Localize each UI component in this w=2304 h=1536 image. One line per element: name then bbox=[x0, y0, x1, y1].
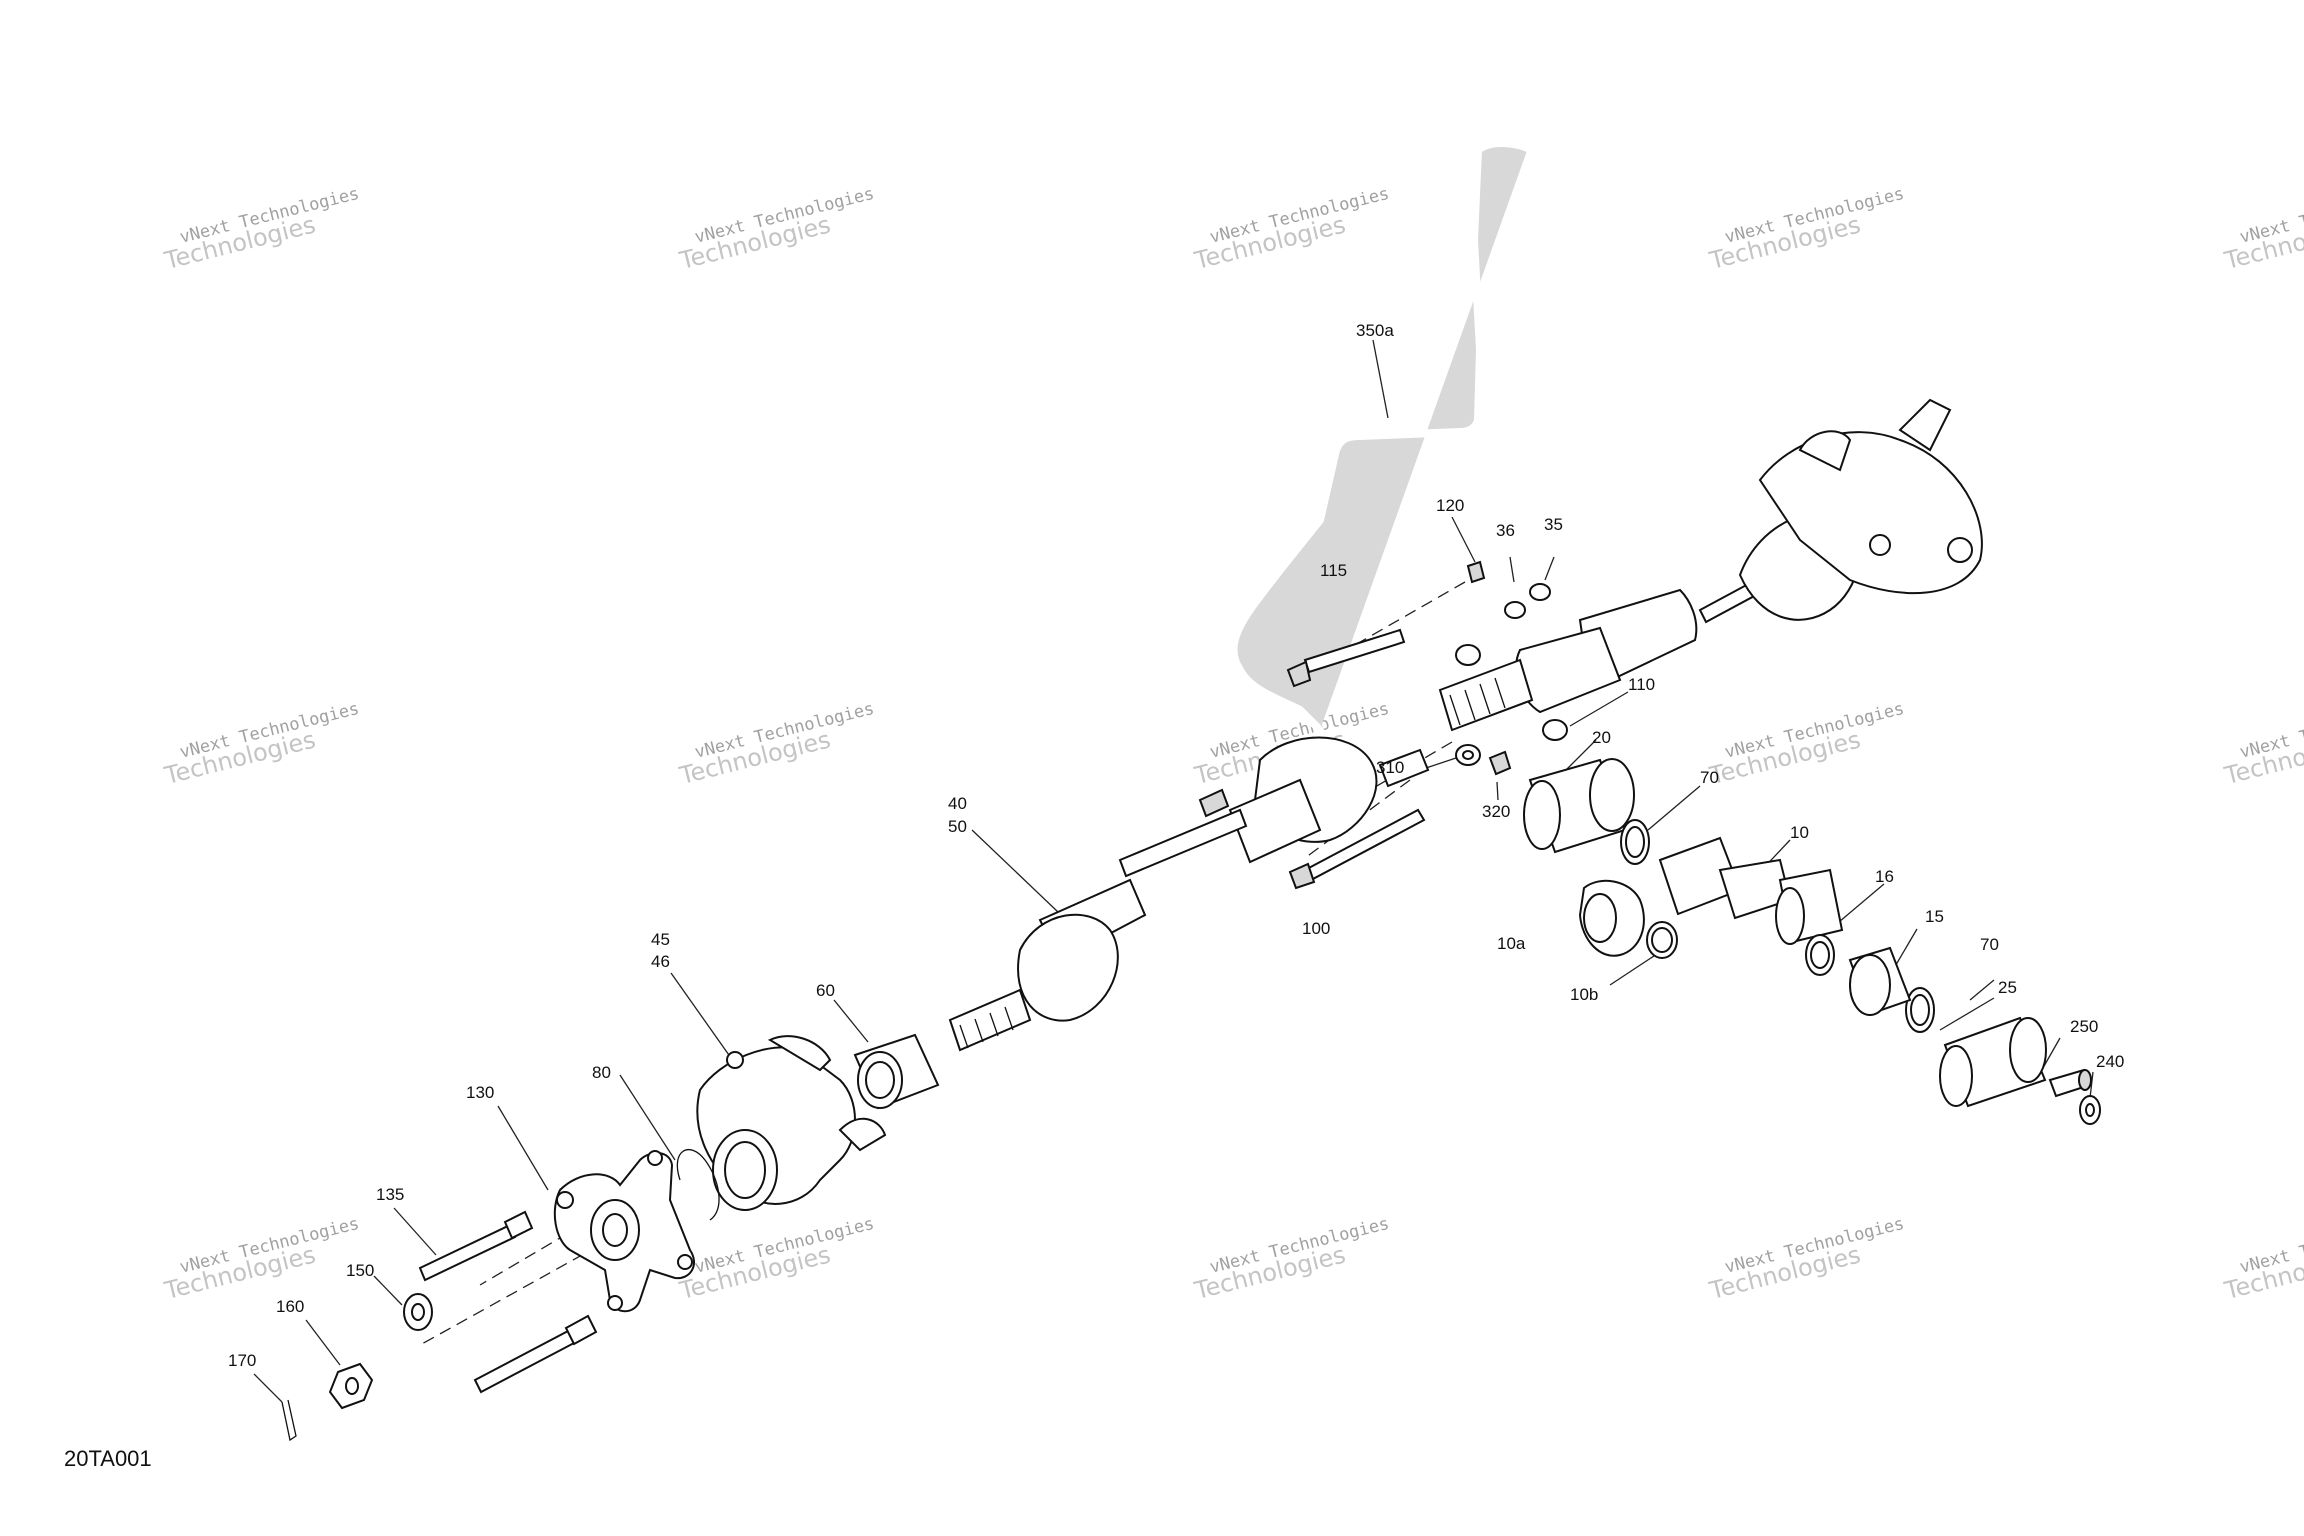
hub-130 bbox=[553, 1150, 695, 1313]
studs-135 bbox=[418, 1210, 598, 1394]
callout-115: 115 bbox=[1320, 561, 1347, 580]
callout-110: 110 bbox=[1628, 675, 1655, 694]
callout-310: 310 bbox=[1376, 758, 1404, 777]
callout-10b: 10b bbox=[1570, 985, 1598, 1004]
hardware-310-320 bbox=[1455, 744, 1512, 776]
callout-16: 16 bbox=[1875, 867, 1894, 886]
callout-250: 250 bbox=[2070, 1017, 2098, 1036]
callout-70-lower: 70 bbox=[1980, 935, 1999, 954]
ring-16 bbox=[1805, 934, 1835, 976]
bearing-60 bbox=[853, 1033, 940, 1110]
callout-70-upper: 70 bbox=[1700, 768, 1719, 787]
callout-80: 80 bbox=[592, 1063, 611, 1082]
bearing-15 bbox=[1848, 946, 1912, 1016]
washer-240 bbox=[2079, 1095, 2101, 1125]
callout-20: 20 bbox=[1592, 728, 1611, 747]
callout-46: 46 bbox=[651, 952, 670, 971]
nut-160 bbox=[328, 1362, 374, 1410]
callout-10a: 10a bbox=[1497, 934, 1526, 953]
stub-shaft-10 bbox=[1658, 836, 1844, 945]
sleeve-25 bbox=[1939, 1016, 2047, 1108]
callouts: 350a 120 36 35 115 110 20 310 320 70 10 … bbox=[228, 321, 2124, 1370]
callout-135: 135 bbox=[376, 1185, 404, 1204]
upper-drive-shaft bbox=[1438, 398, 1983, 732]
ring-70-upper bbox=[1620, 819, 1650, 865]
callout-36: 36 bbox=[1496, 521, 1515, 540]
callout-10: 10 bbox=[1790, 823, 1809, 842]
callout-320: 320 bbox=[1482, 802, 1510, 821]
callout-40: 40 bbox=[948, 794, 967, 813]
bolt-250 bbox=[2048, 1068, 2092, 1098]
clamp-10b bbox=[1646, 921, 1678, 959]
washer-150 bbox=[403, 1293, 433, 1331]
callout-120: 120 bbox=[1436, 496, 1464, 515]
callout-100: 100 bbox=[1302, 919, 1330, 938]
callout-350a: 350a bbox=[1356, 321, 1394, 340]
bolt-115 bbox=[1286, 628, 1406, 688]
callout-150: 150 bbox=[346, 1261, 374, 1280]
diagram-code: 20TA001 bbox=[64, 1446, 152, 1471]
sleeve-20 bbox=[1523, 758, 1635, 854]
cotter-pin-170 bbox=[281, 1399, 297, 1442]
circlip-80 bbox=[676, 1148, 720, 1221]
brake-line-350a bbox=[1229, 139, 1532, 734]
callout-160: 160 bbox=[276, 1297, 304, 1316]
bolt-100 bbox=[1288, 808, 1426, 890]
callout-45: 45 bbox=[651, 930, 670, 949]
drive-shaft-40-50 bbox=[948, 736, 1430, 1052]
callout-15: 15 bbox=[1925, 907, 1944, 926]
callout-60: 60 bbox=[816, 981, 835, 1000]
callout-130: 130 bbox=[466, 1083, 494, 1102]
callout-25: 25 bbox=[1998, 978, 2017, 997]
callout-170: 170 bbox=[228, 1351, 256, 1370]
callout-240: 240 bbox=[2096, 1052, 2124, 1071]
ring-70-lower bbox=[1905, 987, 1935, 1033]
upper-fasteners bbox=[1455, 560, 1568, 741]
callout-35: 35 bbox=[1544, 515, 1563, 534]
knuckle-45-46 bbox=[696, 1035, 887, 1211]
boot-10a bbox=[1578, 879, 1645, 957]
callout-50: 50 bbox=[948, 817, 967, 836]
